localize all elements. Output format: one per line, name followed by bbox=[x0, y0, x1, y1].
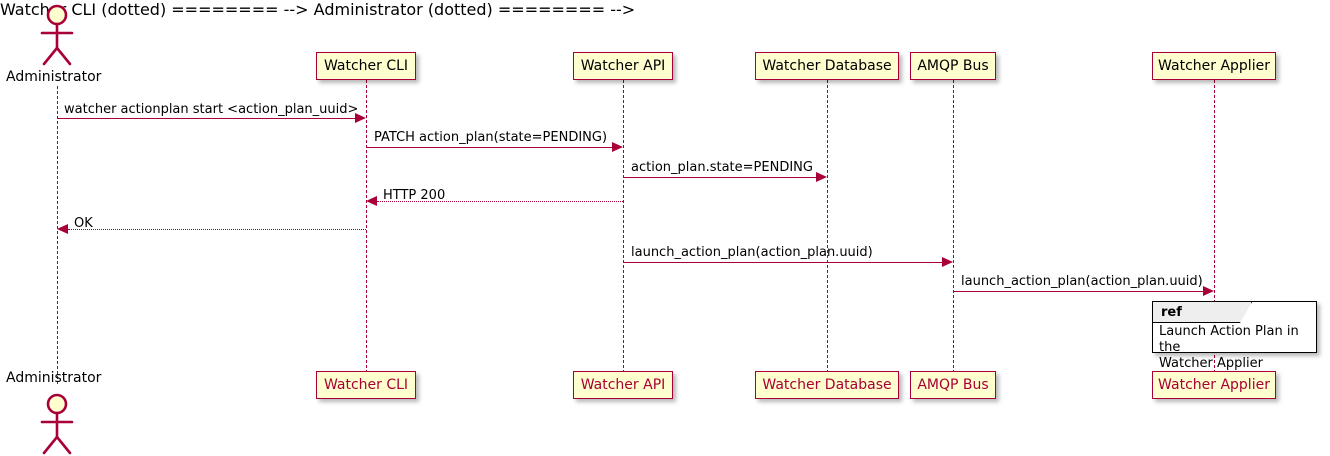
ref-fragment-keyword: ref bbox=[1153, 302, 1252, 323]
participant-box-bottom-watcher-applier[interactable]: Watcher Applier bbox=[1152, 371, 1276, 399]
ref-fragment-text-line-2: Watcher Applier bbox=[1159, 356, 1263, 371]
message-label-6: launch_action_plan(action_plan.uuid) bbox=[631, 245, 873, 260]
lifeline-watcher-api bbox=[623, 80, 624, 378]
message-arrowhead-3 bbox=[816, 172, 827, 182]
ref-fragment-box: ref Launch Action Plan in the Watcher Ap… bbox=[1152, 301, 1317, 371]
message-line-2 bbox=[367, 147, 613, 148]
participant-box-top-amqp-bus[interactable]: AMQP Bus bbox=[910, 52, 996, 80]
actor-icon-bottom bbox=[35, 393, 79, 455]
stick-figure-actor-icon bbox=[40, 393, 74, 455]
stick-figure-actor-icon bbox=[40, 4, 74, 66]
actor-label-top: Administrator bbox=[6, 69, 102, 85]
participant-box-bottom-watcher-cli[interactable]: Watcher CLI bbox=[316, 371, 416, 399]
message-label-1: watcher actionplan start <action_plan_uu… bbox=[64, 102, 359, 117]
participant-box-top-watcher-cli[interactable]: Watcher CLI bbox=[316, 52, 416, 80]
message-line-3 bbox=[624, 177, 817, 178]
message-arrowhead-5 bbox=[57, 224, 68, 234]
message-arrowhead-2 bbox=[612, 142, 623, 152]
ref-fragment-text: Launch Action Plan in the Watcher Applie… bbox=[1159, 324, 1312, 372]
actor-icon-top bbox=[35, 4, 79, 66]
message-label-4: HTTP 200 bbox=[383, 188, 446, 203]
message-line-1 bbox=[58, 118, 356, 119]
lifeline-watcher-applier bbox=[1214, 80, 1215, 378]
message-arrowhead-6 bbox=[942, 257, 953, 267]
lifeline-amqp-bus bbox=[953, 80, 954, 378]
participant-box-top-watcher-database[interactable]: Watcher Database bbox=[755, 52, 899, 80]
participant-box-top-watcher-applier[interactable]: Watcher Applier bbox=[1152, 52, 1276, 80]
message-arrowhead-4 bbox=[366, 196, 377, 206]
lifeline-watcher-cli bbox=[366, 80, 367, 378]
message-arrowhead-7 bbox=[1203, 286, 1214, 296]
message-line-4 bbox=[377, 201, 623, 202]
message-label-7: launch_action_plan(action_plan.uuid) bbox=[961, 274, 1203, 289]
actor-label-bottom: Administrator bbox=[6, 370, 102, 386]
message-line-5 bbox=[68, 229, 366, 230]
ref-fragment-text-line-1: Launch Action Plan in the bbox=[1159, 324, 1299, 355]
participant-box-bottom-watcher-database[interactable]: Watcher Database bbox=[755, 371, 899, 399]
message-label-5: OK bbox=[74, 216, 93, 231]
message-label-2: PATCH action_plan(state=PENDING) bbox=[374, 130, 608, 145]
participant-box-top-watcher-api[interactable]: Watcher API bbox=[573, 52, 673, 80]
message-label-3: action_plan.state=PENDING bbox=[631, 160, 813, 175]
participant-box-bottom-amqp-bus[interactable]: AMQP Bus bbox=[910, 371, 996, 399]
lifeline-watcher-database bbox=[827, 80, 828, 378]
message-line-7 bbox=[954, 291, 1204, 292]
lifeline-administrator bbox=[57, 86, 58, 384]
message-line-6 bbox=[624, 262, 943, 263]
participant-box-bottom-watcher-api[interactable]: Watcher API bbox=[573, 371, 673, 399]
message-arrowhead-1 bbox=[355, 113, 366, 123]
